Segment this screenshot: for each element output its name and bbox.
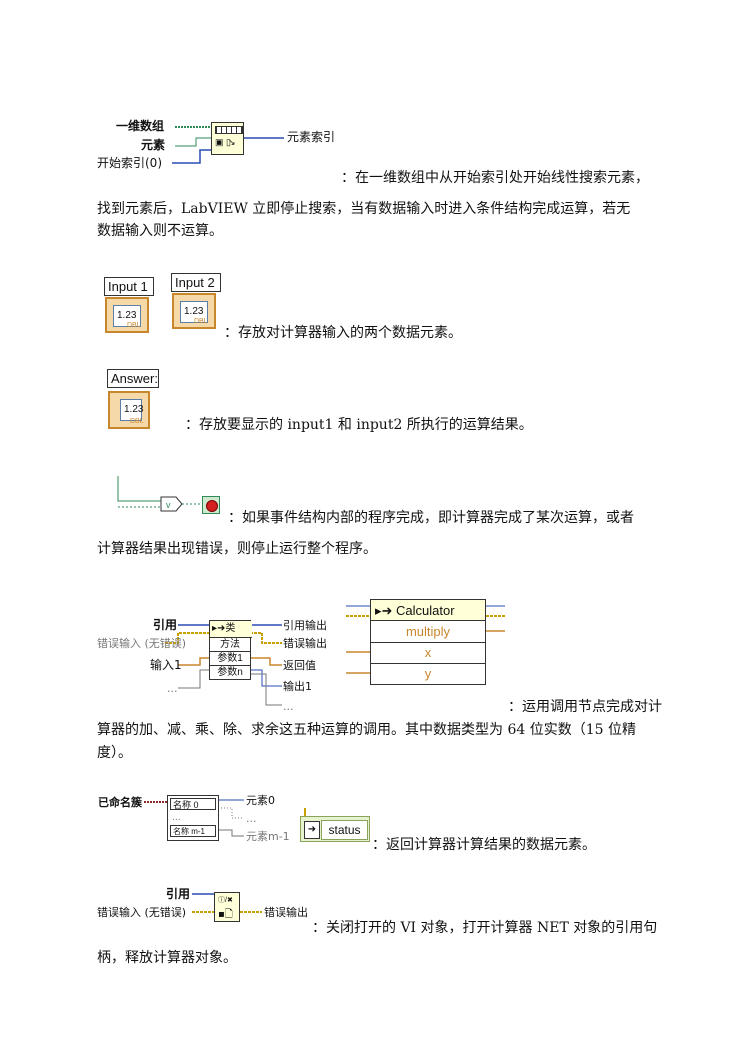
label-error-out: 错误输出 xyxy=(283,637,327,650)
label-error-out-close: 错误输出 xyxy=(264,906,308,919)
invoke-node-generic: ▸➜类 方法 参数1 参数n xyxy=(209,620,252,680)
calculator-invoke-node: ▸➜ Calculator multiply x y xyxy=(370,599,486,685)
label-output1: 输出1 xyxy=(283,680,312,693)
label-return-value: 返回值 xyxy=(283,659,316,672)
section5-text-line2: 算器的加、减、乘、除、求余这五种运算的调用。其中数据类型为 64 位实数（15 … xyxy=(97,722,636,738)
section7-text-line2: 柄，释放计算器对象。 xyxy=(97,950,237,966)
section3-text: ：存放要显示的 input1 和 input2 所执行的运算结果。 xyxy=(185,417,533,433)
label-element0: 元素0 xyxy=(246,794,275,807)
dots-mid: ... xyxy=(172,813,181,823)
label-named-cluster: 已命名簇 xyxy=(98,796,142,809)
search-array-node-icon: ▣ ▯ ↘ xyxy=(211,122,244,155)
stop-terminal-icon xyxy=(202,496,220,514)
name0-field[interactable]: 名称 0 xyxy=(170,798,216,810)
calculator-arrow-icon: ▸➜ xyxy=(375,603,397,618)
section4-text-line2: 计算器结果出现错误，则停止运行整个程序。 xyxy=(97,541,377,557)
label-error-in: 错误输入 (无错误) xyxy=(97,637,187,650)
section5-text-line3: 度）。 xyxy=(97,745,132,761)
label-reference-close: 引用 xyxy=(166,887,191,901)
answer-label: Answer: xyxy=(107,369,159,388)
arrow-right-icon: ➜ xyxy=(304,821,320,839)
calculator-param-x: x xyxy=(371,643,485,664)
calculator-title: Calculator xyxy=(396,603,455,618)
label-1d-array: 一维数组 xyxy=(116,119,165,133)
input2-value[interactable]: 1.23 xyxy=(180,301,208,323)
name-m-field[interactable]: 名称 m-1 xyxy=(170,825,216,837)
section1-text-line3: 数据输入则不运算。 xyxy=(97,223,223,239)
input1-value[interactable]: 1.23 xyxy=(113,305,141,327)
method-label: 方法 xyxy=(210,638,250,652)
answer-indicator: 1.23 DBL xyxy=(108,391,150,429)
input1-control[interactable]: 1.23 DBL xyxy=(105,297,149,333)
label-reference: 引用 xyxy=(153,618,178,632)
answer-value: 1.23 xyxy=(120,399,143,421)
section2-text: ：存放对计算器输入的两个数据元素。 xyxy=(224,325,462,341)
label-ellipsis-out: ... xyxy=(283,700,294,713)
section1-text-line2: 找到元素后，LabVIEW 立即停止搜索，当有数据输入时进入条件结构完成运算，若… xyxy=(97,201,631,217)
unbundle-by-name-node: 名称 0 ... 名称 m-1 xyxy=(167,795,219,841)
calculator-param-y: y xyxy=(424,666,432,681)
label-ref-out: 引用输出 xyxy=(283,619,327,632)
close-reference-node-icon: ⓘ/✖ ▪🗋 xyxy=(214,892,240,922)
section7-text-line1: ：关闭打开的 VI 对象，打开计算器 NET 对象的引用句 xyxy=(312,920,658,936)
status-terminal: ➜ status xyxy=(300,816,370,842)
class-label: 类 xyxy=(225,623,236,634)
calculator-method-multiply[interactable]: multiply xyxy=(371,622,485,643)
input2-label: Input 2 xyxy=(171,273,221,292)
label-start-index: 开始索引(0) xyxy=(97,156,162,170)
label-element: 元素 xyxy=(141,138,166,152)
section1-text-line1: ：在一维数组中从开始索引处开始线性搜索元素， xyxy=(341,170,649,186)
label-error-in-close: 错误输入 (无错误) xyxy=(97,906,187,919)
param1-label: 参数1 xyxy=(210,652,250,666)
arrow-icon: ▸➜ xyxy=(212,623,226,634)
label-element-index: 元素索引 xyxy=(287,130,336,144)
dbl-tag: DBL xyxy=(194,318,208,325)
section6-text: ：返回计算器计算结果的数据元素。 xyxy=(372,837,596,853)
param-n-label: 参数n xyxy=(217,667,243,678)
section5-text-line1: ：运用调用节点完成对计 xyxy=(508,699,662,715)
input2-control[interactable]: 1.23 DBL xyxy=(172,293,216,329)
input1-label: Input 1 xyxy=(104,277,154,296)
svg-text:v: v xyxy=(166,500,171,510)
label-ellipsis-in: ... xyxy=(167,682,178,695)
status-label: status xyxy=(321,820,368,840)
dbl-tag: DBL xyxy=(127,322,141,329)
dbl-tag: DBL xyxy=(130,418,144,425)
label-dots: ... xyxy=(246,812,257,825)
label-input1: 输入1 xyxy=(150,658,182,672)
label-element-m: 元素m-1 xyxy=(246,830,290,843)
section4-text-line1: ：如果事件结构内部的程序完成，即计算器完成了某次运算，或者 xyxy=(228,510,634,526)
